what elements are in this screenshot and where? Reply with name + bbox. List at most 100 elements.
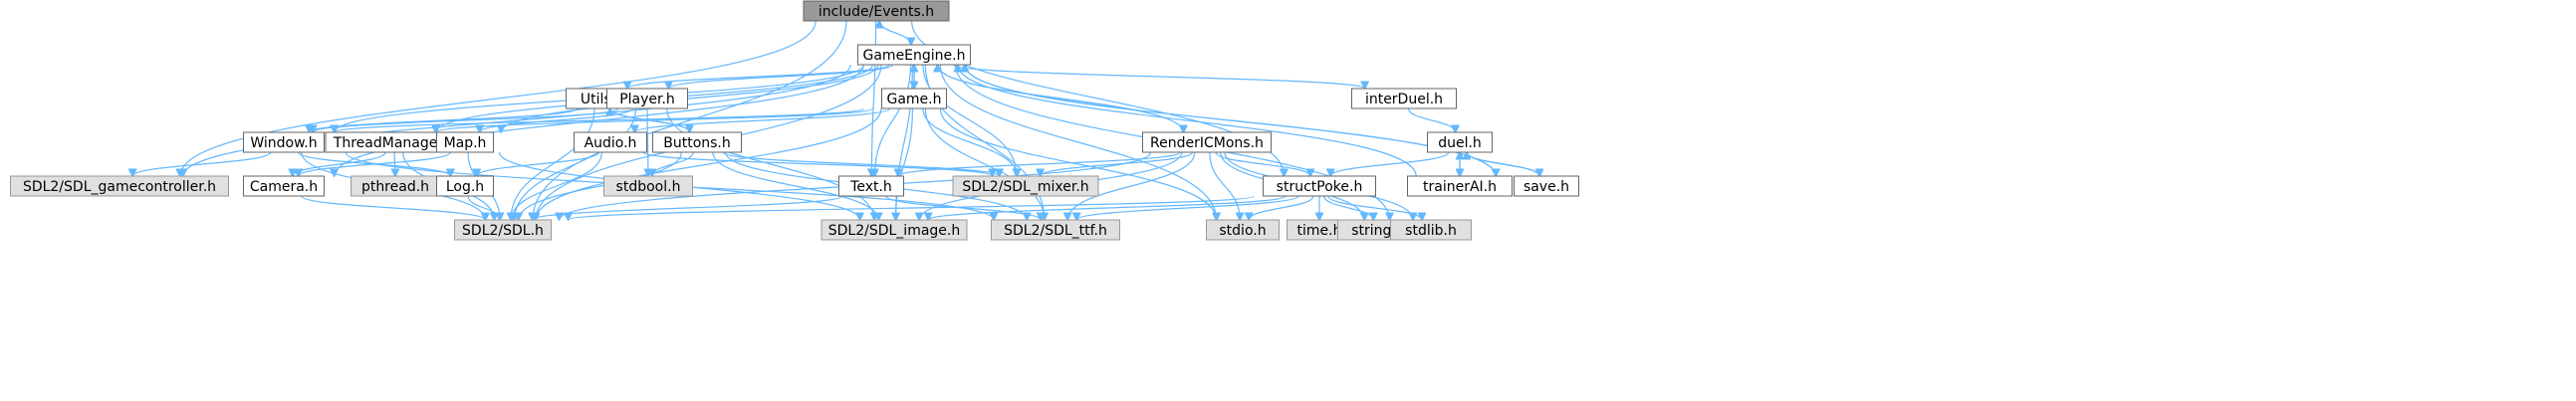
node-label: SDL2/SDL_image.h: [828, 223, 961, 239]
edge-audio-to-log: [477, 151, 599, 176]
edge-audio-to-mixer: [642, 151, 992, 176]
node-log-h[interactable]: Log.h: [436, 175, 494, 197]
node-label: Audio.h: [585, 135, 637, 151]
edge-structpoke-to-ttf: [1076, 195, 1299, 220]
node-gameengine-h[interactable]: GameEngine.h: [857, 44, 971, 66]
edge-text-to-ttf: [885, 195, 1041, 220]
node-label: Player.h: [619, 92, 675, 107]
node-box: [952, 175, 1099, 197]
edge-gameengine-to-mixer: [922, 64, 1017, 176]
node-audio-h[interactable]: Audio.h: [574, 131, 647, 153]
node-interduel-h[interactable]: interDuel.h: [1351, 88, 1457, 109]
node-label: GameEngine.h: [863, 48, 966, 64]
node-box: [1206, 219, 1280, 241]
edge-gameengine-to-text: [874, 64, 912, 176]
node-box: [991, 219, 1120, 241]
node-label: SDL2/SDL.h: [462, 223, 544, 239]
node-player-h[interactable]: Player.h: [606, 88, 688, 109]
edge-threadmanager-to-pthread: [394, 151, 395, 176]
edge-gameengine-to-stdio: [939, 64, 1216, 220]
node-label: Game.h: [886, 92, 941, 107]
node-box: [243, 131, 325, 153]
node-sdl2-sdl-gamecontroller-h: SDL2/SDL_gamecontroller.h: [10, 175, 229, 197]
node-trainerai-h[interactable]: trainerAI.h: [1407, 175, 1513, 197]
node-label: duel.h: [1438, 135, 1482, 151]
edge-gameengine-to-utils: [627, 64, 890, 89]
node-box: [857, 44, 971, 66]
node-box: [574, 131, 647, 153]
edge-player-to-map: [480, 107, 633, 132]
edge-interduel-to-duel: [1407, 107, 1455, 132]
edge-game-to-ttf: [924, 107, 1044, 220]
edge-gameengine-to-gamecontroller: [183, 64, 851, 176]
node-camera-h[interactable]: Camera.h: [243, 175, 325, 197]
edge-game-to-threadmanager: [436, 107, 873, 132]
node-label: Buttons.h: [663, 135, 731, 151]
node-text-h[interactable]: Text.h: [838, 175, 904, 197]
node-box: [1407, 175, 1513, 197]
node-label: RenderICMons.h: [1150, 135, 1264, 151]
edge-trainerai-to-gameengine: [958, 65, 1417, 177]
node-box: [1142, 131, 1272, 153]
node-label: SDL2/SDL_gamecontroller.h: [23, 179, 216, 195]
node-label: Map.h: [444, 135, 487, 151]
node-label: include/Events.h: [819, 4, 934, 20]
edge-map-to-camera: [299, 151, 452, 176]
node-pthread-h: pthread.h: [351, 175, 440, 197]
node-label: structPoke.h: [1277, 179, 1363, 195]
node-box: [436, 175, 494, 197]
node-sdl2-sdl-mixer-h: SDL2/SDL_mixer.h: [952, 175, 1099, 197]
node-box: [243, 175, 325, 197]
edge-structpoke-to-stdlib: [1327, 195, 1422, 220]
node-buttons-h[interactable]: Buttons.h: [652, 131, 742, 153]
node-sdl2-sdl-ttf-h: SDL2/SDL_ttf.h: [991, 219, 1120, 241]
node-label: Text.h: [849, 179, 892, 195]
node-map-h[interactable]: Map.h: [436, 131, 494, 153]
edge-audio-to-sdl: [512, 151, 602, 220]
node-box: [1263, 175, 1376, 197]
node-rendericmons-h[interactable]: RenderICMons.h: [1142, 131, 1272, 153]
edge-gameengine-to-interduel: [952, 64, 1364, 89]
node-game-h[interactable]: Game.h: [881, 88, 947, 109]
edge-save-to-duel: [1467, 152, 1540, 177]
node-box: [436, 131, 494, 153]
edge-player-to-stdbool: [647, 107, 648, 176]
node-stdlib-h: stdlib.h: [1390, 219, 1472, 241]
node-label: stdlib.h: [1405, 223, 1457, 239]
node-threadmanager-h[interactable]: ThreadManager.h: [325, 131, 464, 153]
node-label: pthread.h: [361, 179, 429, 195]
node-label: SDL2/SDL_mixer.h: [962, 179, 1088, 195]
node-include-events-h[interactable]: include/Events.h: [803, 0, 950, 22]
node-save-h[interactable]: save.h: [1514, 175, 1579, 197]
edge-game-to-audio: [634, 107, 891, 132]
edge-game-to-image: [896, 107, 913, 220]
file-nodes: include/Events.hGameEngine.hUtils.hPlaye…: [10, 0, 1579, 241]
edge-gameengine-to-events: [879, 21, 912, 46]
node-duel-h[interactable]: duel.h: [1427, 131, 1493, 153]
edge-game-to-stdio: [939, 107, 1216, 220]
node-box: [820, 219, 968, 241]
node-window-h[interactable]: Window.h: [243, 131, 325, 153]
node-box: [803, 0, 950, 22]
edge-window-to-gamecontroller: [132, 151, 272, 176]
node-box: [1514, 175, 1579, 197]
node-box: [454, 219, 552, 241]
edge-player-to-sdl: [515, 107, 636, 220]
node-box: [1351, 88, 1457, 109]
node-sdl2-sdl-image-h: SDL2/SDL_image.h: [820, 219, 968, 241]
edge-events-to-text: [871, 20, 877, 176]
node-box: [606, 88, 688, 109]
edge-duel-to-structpoke: [1330, 151, 1450, 176]
node-label: trainerAI.h: [1423, 179, 1497, 195]
edge-structpoke-to-string: [1323, 195, 1374, 220]
edge-structpoke-to-image: [928, 195, 1287, 220]
edge-rendericmons-to-mixer: [1041, 151, 1194, 176]
edge-structpoke-to-sdl: [569, 195, 1255, 220]
node-box: [652, 131, 742, 153]
node-box: [881, 88, 947, 109]
edge-camera-to-sdl: [301, 195, 486, 220]
node-label: time.h: [1297, 223, 1342, 239]
node-structpoke-h[interactable]: structPoke.h: [1263, 175, 1376, 197]
node-sdl2-sdl-h: SDL2/SDL.h: [454, 219, 552, 241]
